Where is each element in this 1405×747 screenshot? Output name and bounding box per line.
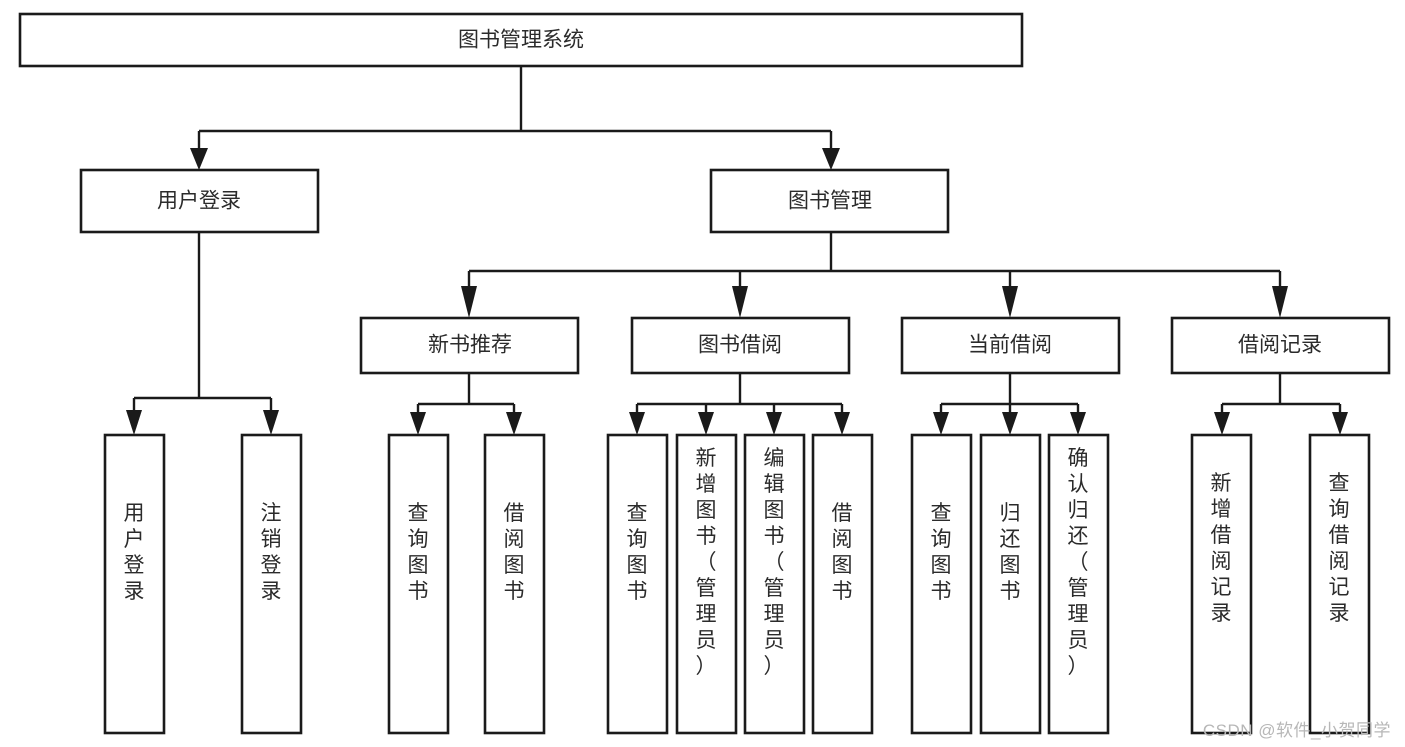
arrow-to-leaf-12 <box>1214 412 1230 435</box>
node-root[interactable]: 图书管理系统 <box>18 12 1024 68</box>
node-new-book-rec[interactable]: 新书推荐 <box>359 316 580 375</box>
arrow-to-leaf-10 <box>1002 412 1018 435</box>
node-leaf-5[interactable]: 查询图书 <box>606 433 669 735</box>
node-current-borrow-label: 当前借阅 <box>968 334 1052 357</box>
nodes-layer: 图书管理系统 用户登录 图书管理 新书推荐 图书借阅 当前 <box>18 12 1391 735</box>
node-leaf-13-label: 查询借阅记录 <box>1329 472 1350 625</box>
node-leaf-6[interactable]: 新增图书（管理员） <box>675 433 738 735</box>
node-leaf-1[interactable]: 用户登录 <box>103 433 166 735</box>
node-leaf-7[interactable]: 编辑图书（管理员） <box>743 433 806 735</box>
node-leaf-12-label: 新增借阅记录 <box>1211 472 1232 625</box>
node-user-login[interactable]: 用户登录 <box>79 168 320 234</box>
arrow-to-leaf-2 <box>263 410 279 435</box>
node-leaf-5-label: 查询图书 <box>627 502 648 603</box>
node-user-login-label: 用户登录 <box>157 190 241 213</box>
csdn-watermark: CSDN @软件_小贺同学 <box>1202 721 1391 740</box>
node-leaf-3-label: 查询图书 <box>408 502 429 603</box>
node-leaf-12[interactable]: 新增借阅记录 <box>1190 433 1253 735</box>
node-leaf-2[interactable]: 注销登录 <box>240 433 303 735</box>
arrow-to-leaf-7 <box>766 412 782 435</box>
node-leaf-10[interactable]: 归还图书 <box>979 433 1042 735</box>
arrow-to-new-book-rec <box>461 286 477 318</box>
node-leaf-7-label: 编辑图书（管理员） <box>764 447 785 678</box>
arrow-to-current-borrow <box>1002 286 1018 318</box>
arrow-to-leaf-9 <box>933 412 949 435</box>
node-leaf-4[interactable]: 借阅图书 <box>483 433 546 735</box>
edges-layer <box>126 66 1348 435</box>
node-leaf-6-label: 新增图书（管理员） <box>696 447 717 678</box>
node-leaf-4-label: 借阅图书 <box>504 502 525 603</box>
node-leaf-2-label: 注销登录 <box>261 502 282 603</box>
node-leaf-11-label: 确认归还（管理员） <box>1068 447 1089 678</box>
arrow-to-leaf-6 <box>698 412 714 435</box>
node-book-manage[interactable]: 图书管理 <box>709 168 950 234</box>
node-borrow-record-label: 借阅记录 <box>1238 334 1322 357</box>
node-leaf-8[interactable]: 借阅图书 <box>811 433 874 735</box>
node-book-borrow[interactable]: 图书借阅 <box>630 316 851 375</box>
node-new-book-rec-label: 新书推荐 <box>428 334 512 357</box>
arrow-to-leaf-4 <box>506 412 522 435</box>
arrow-to-borrow-record <box>1272 286 1288 318</box>
arrow-to-leaf-1 <box>126 410 142 435</box>
node-root-label: 图书管理系统 <box>458 29 584 52</box>
node-book-manage-label: 图书管理 <box>788 190 872 213</box>
arrow-to-book-borrow <box>732 286 748 318</box>
node-leaf-13[interactable]: 查询借阅记录 <box>1308 433 1371 735</box>
node-current-borrow[interactable]: 当前借阅 <box>900 316 1121 375</box>
node-leaf-8-label: 借阅图书 <box>832 502 853 603</box>
arrow-to-leaf-5 <box>629 412 645 435</box>
node-borrow-record[interactable]: 借阅记录 <box>1170 316 1391 375</box>
arrow-to-leaf-3 <box>410 412 426 435</box>
arrow-to-leaf-8 <box>834 412 850 435</box>
arrow-to-book-manage <box>822 148 840 170</box>
arrow-to-user-login <box>190 148 208 170</box>
arrow-to-leaf-13 <box>1332 412 1348 435</box>
node-leaf-10-label: 归还图书 <box>1000 502 1021 603</box>
node-leaf-1-label: 用户登录 <box>124 502 145 603</box>
node-leaf-3[interactable]: 查询图书 <box>387 433 450 735</box>
node-leaf-9[interactable]: 查询图书 <box>910 433 973 735</box>
node-leaf-11[interactable]: 确认归还（管理员） <box>1047 433 1110 735</box>
node-book-borrow-label: 图书借阅 <box>698 334 782 357</box>
node-leaf-9-label: 查询图书 <box>931 502 952 603</box>
arrow-to-leaf-11 <box>1070 412 1086 435</box>
